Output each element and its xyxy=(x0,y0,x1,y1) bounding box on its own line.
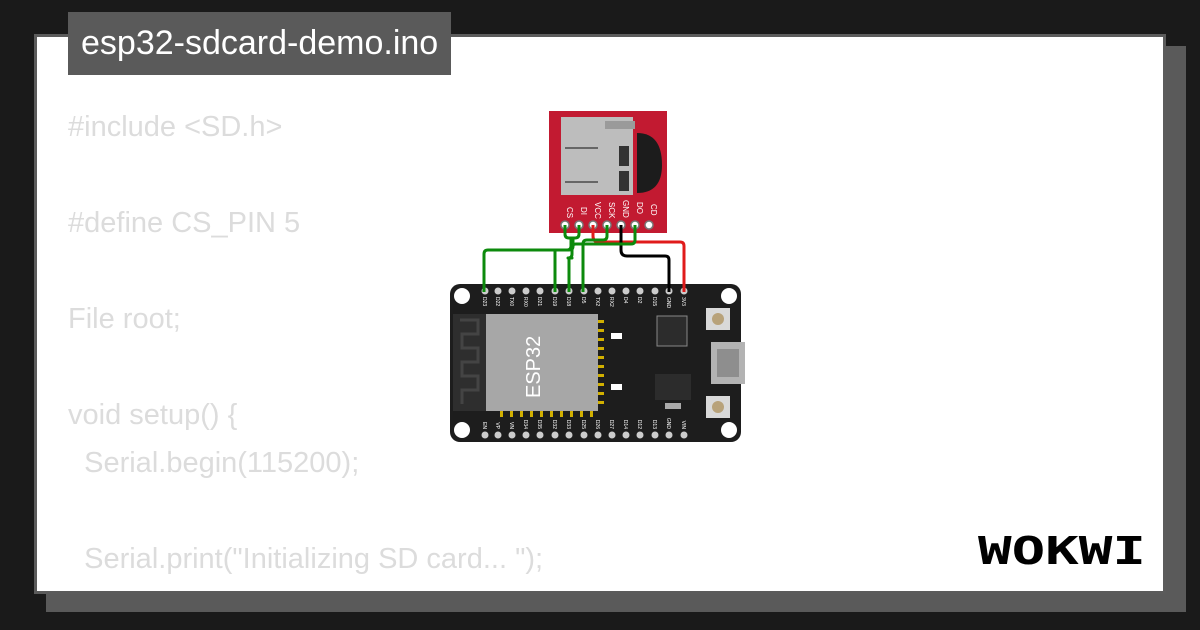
esp32-pin-label: 3V3 xyxy=(680,297,686,306)
wire-gnd xyxy=(619,225,671,292)
esp32-pin-label: D33 xyxy=(565,420,571,429)
esp32-chip-label: ESP32 xyxy=(523,336,545,398)
wokwi-logo-text: WOKWI xyxy=(978,529,1146,573)
esp32-pin-label: D5 xyxy=(580,297,586,304)
esp32-pin-label: D12 xyxy=(636,420,642,429)
code-snippet: #include <SD.h> #define CS_PIN 5 File ro… xyxy=(68,103,543,583)
wire-sck xyxy=(581,225,609,292)
esp32-pin-label: GND xyxy=(665,297,671,309)
esp32-pin-label: D15 xyxy=(651,297,657,306)
sd-pin-label: CS xyxy=(565,207,574,218)
code-line: File root; xyxy=(68,303,181,335)
sd-pin-label: DI xyxy=(579,207,588,215)
voltage-regulator xyxy=(655,374,691,400)
code-line: #define CS_PIN 5 xyxy=(68,207,301,239)
esp32-pin-label: TX2 xyxy=(594,297,600,306)
wire-di xyxy=(482,225,581,292)
sd-pin-label: DO xyxy=(635,202,644,214)
esp32-pin-label: D27 xyxy=(608,420,614,429)
esp32-pin-label: D13 xyxy=(651,420,657,429)
sd-card-module: CS DI VCC SCK GND DO CD xyxy=(549,111,667,233)
wire-do xyxy=(566,225,637,292)
wokwi-logo: WOKWI xyxy=(978,529,1146,573)
esp32-bottom-pin-labels: EN VP VN D34 D35 D32 D33 D25 D26 D27 D14… xyxy=(481,418,686,430)
usb-uart-chip xyxy=(656,315,688,347)
sd-pin-label: GND xyxy=(621,200,630,218)
esp32-pin-label: D19 xyxy=(551,297,557,306)
esp32-pin-label: GND xyxy=(665,418,671,430)
esp32-pin-label: D2 xyxy=(636,297,642,304)
sd-card xyxy=(637,133,662,193)
esp32-pin-label: D21 xyxy=(536,297,542,306)
esp32-pin-label: D32 xyxy=(551,420,557,429)
esp32-pin-label: VIN xyxy=(680,421,686,430)
sd-pin-label: VCC xyxy=(593,202,602,219)
sd-pin-labels: CS DI VCC SCK GND DO CD xyxy=(565,200,658,219)
circuit-diagram: CS DI VCC SCK GND DO CD xyxy=(450,111,745,442)
esp32-pin-label: D18 xyxy=(565,297,571,306)
esp32-pin-label: D25 xyxy=(580,420,586,429)
esp32-pin-label: VP xyxy=(494,422,500,429)
esp32-top-pin-labels: D23 D22 TX0 RX0 D21 D19 D18 D5 TX2 RX2 D… xyxy=(481,297,686,309)
code-line: void setup() { xyxy=(68,399,238,431)
esp32-pin-label: D34 xyxy=(522,420,528,429)
project-title: esp32-sdcard-demo.ino xyxy=(68,12,452,75)
esp32-pin-label: D4 xyxy=(622,297,628,304)
esp32-pin-label: D14 xyxy=(622,420,628,429)
wire-vcc xyxy=(591,225,686,292)
code-line: #include <SD.h> xyxy=(68,111,283,143)
esp32-pin-label: D35 xyxy=(536,420,542,429)
code-line xyxy=(68,487,543,535)
esp32-pin-label: RX2 xyxy=(608,297,614,307)
esp32-board: D23 D22 TX0 RX0 D21 D19 D18 D5 TX2 RX2 D… xyxy=(450,284,745,442)
wroom-module xyxy=(486,314,598,411)
esp32-pin-label: D23 xyxy=(481,297,487,306)
esp32-pin-label: VN xyxy=(508,422,514,429)
esp32-pin-label: D26 xyxy=(594,420,600,429)
esp32-pin-label: D22 xyxy=(494,297,500,306)
wiring xyxy=(482,225,686,292)
code-line: Serial.begin(115200); xyxy=(68,447,360,479)
sd-pin-label: SCK xyxy=(607,202,616,219)
sd-pin-label: CD xyxy=(649,204,658,216)
esp32-pin-label: EN xyxy=(481,422,487,429)
code-line: Serial.print("Initializing SD card... ")… xyxy=(68,543,544,575)
esp32-pin-label: TX0 xyxy=(508,297,514,306)
esp32-pin-label: RX0 xyxy=(522,297,528,307)
